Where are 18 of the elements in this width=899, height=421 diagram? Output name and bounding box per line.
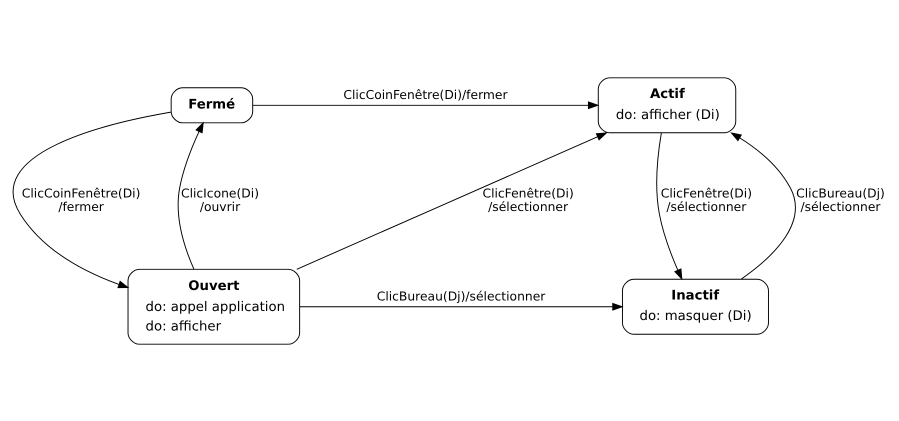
arrow bbox=[299, 302, 624, 310]
node-box: Inactif do: masquer (Di) bbox=[622, 278, 769, 334]
edge-label: ClicCoinFenêtre(Di)/fermer bbox=[343, 88, 508, 102]
edge-label: ClicBureau(Dj)/sélectionner bbox=[376, 289, 546, 303]
edge-label: ClicIcone(Di) /ouvrir bbox=[180, 186, 260, 214]
node-box: Fermé bbox=[170, 86, 254, 123]
arrow bbox=[656, 132, 682, 280]
arrow bbox=[252, 100, 600, 109]
edge-label: ClicFenêtre(Di) /sélectionner bbox=[660, 186, 752, 214]
edge-label: ClicFenêtre(Di) /sélectionner bbox=[482, 186, 574, 214]
arrow bbox=[178, 121, 204, 270]
arrow bbox=[730, 132, 796, 280]
node-box: Ouvert do: appel application do: afficher bbox=[128, 268, 300, 344]
edge-label: ClicBureau(Dj) /sélectionner bbox=[796, 186, 885, 214]
node-box: Actif do: afficher (Di) bbox=[598, 76, 736, 133]
edge-label: ClicCoinFenêtre(Di) /fermer bbox=[22, 186, 140, 214]
arrow bbox=[13, 111, 172, 288]
arrow bbox=[296, 132, 608, 270]
